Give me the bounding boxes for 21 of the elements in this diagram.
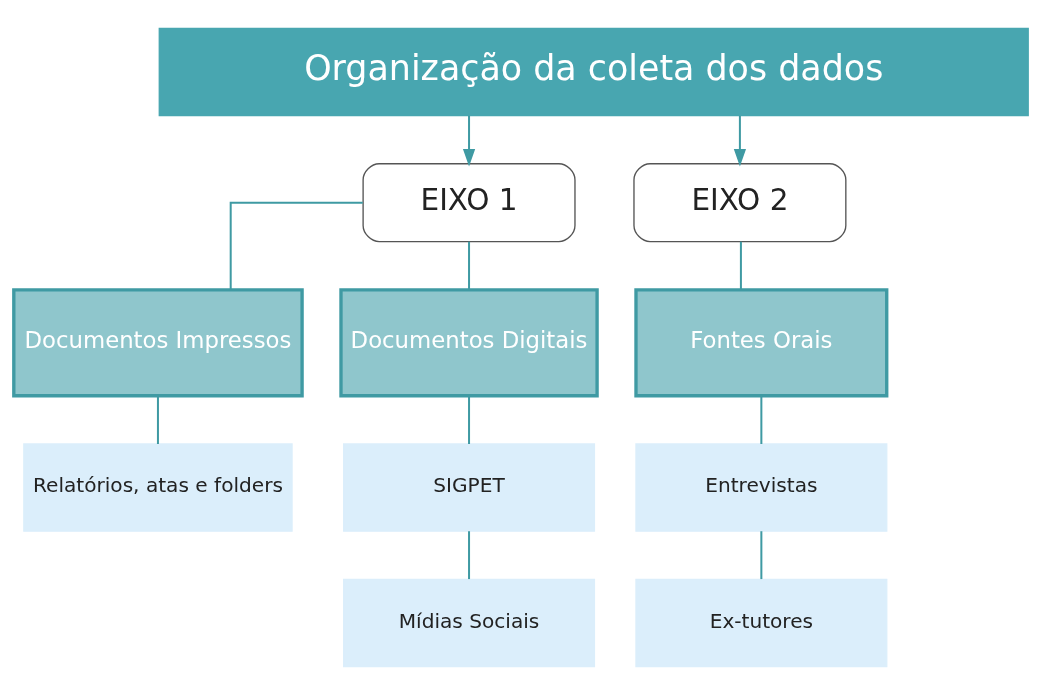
node-box: Entrevistas (635, 442, 888, 532)
connector (760, 395, 763, 444)
connector (468, 395, 471, 444)
node-box: Organização da coleta dos dados (158, 27, 1029, 116)
node-box: EIXO 1 (362, 162, 576, 242)
arrow (733, 115, 746, 167)
node-box: EIXO 2 (633, 162, 847, 242)
connector (739, 241, 742, 289)
node-box: Documentos Digitais (339, 287, 599, 397)
connector (156, 395, 159, 444)
node-box: SIGPET (343, 442, 596, 532)
node-box: Documentos Impressos (12, 287, 304, 397)
connector (760, 530, 763, 579)
arrow (462, 115, 476, 167)
connector (468, 241, 471, 289)
connector (468, 530, 471, 579)
node-box: Mídias Sociais (343, 578, 596, 667)
node-box: Relatórios, atas e folders (23, 442, 293, 532)
connector (229, 201, 363, 290)
node-box: Fontes Orais (634, 287, 889, 397)
node-box: Ex-tutores (635, 578, 888, 667)
